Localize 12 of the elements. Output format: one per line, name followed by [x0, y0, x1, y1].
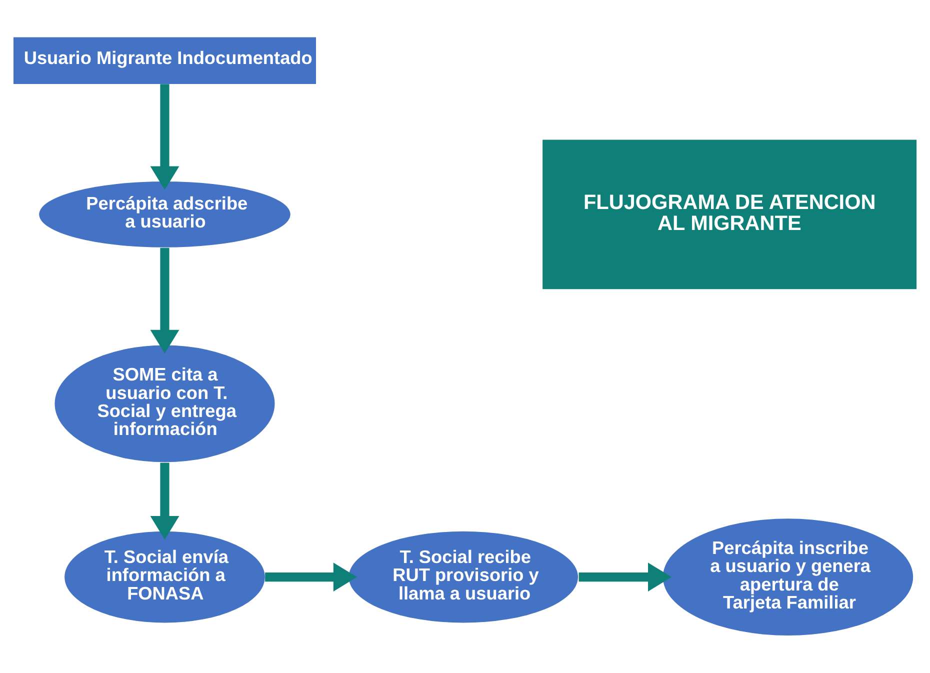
- arrow: [150, 84, 180, 190]
- arrow: [150, 248, 180, 354]
- node-ellipse: T. Social recibe RUT provisorio y llama a usuario: [348, 531, 578, 623]
- arrow: [150, 462, 180, 540]
- node-box: Usuario Migrante Indocumentado: [13, 37, 316, 84]
- arrow: [265, 562, 358, 592]
- node-ellipse: Percápita inscribe a usuario y genera apertura de Tarjeta Familiar: [662, 518, 914, 636]
- node-ellipse: SOME cita a usuario con T. Social y entrega información: [54, 345, 275, 462]
- node-ellipse: T. Social envía información a FONASA: [64, 531, 265, 623]
- node-box: FLUJOGRAMA DE ATENCION AL MIGRANTE: [542, 140, 917, 290]
- arrow: [578, 562, 672, 592]
- node-ellipse: Percápita adscribe a usuario: [39, 181, 290, 248]
